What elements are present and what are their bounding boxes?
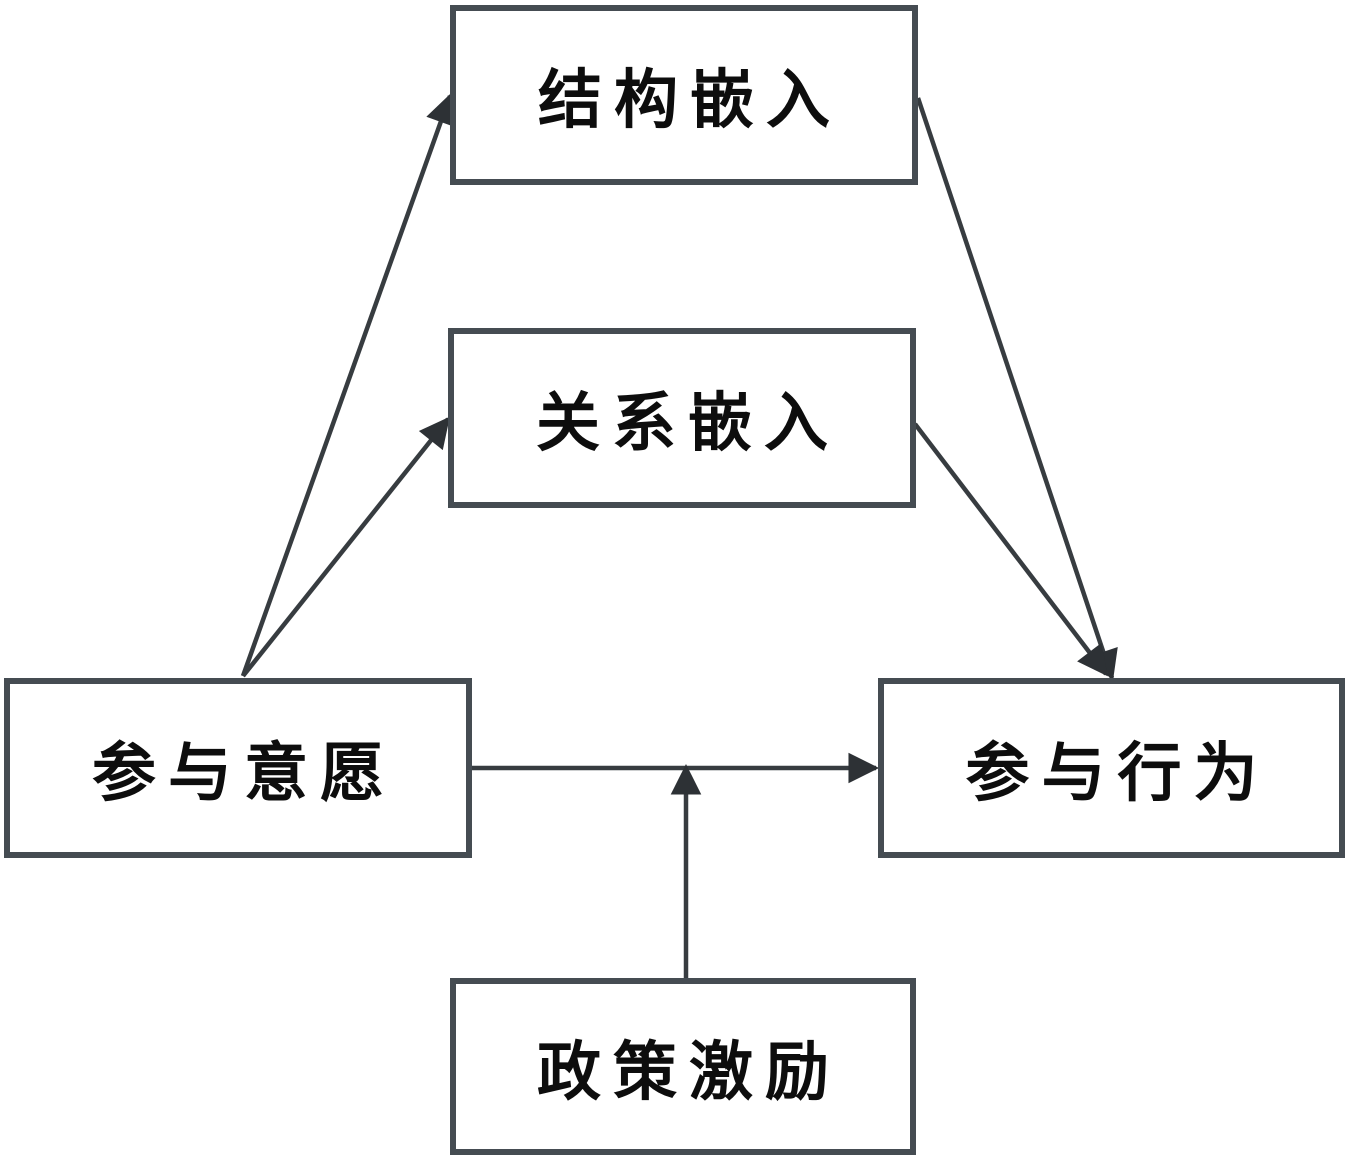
node-participation-willingness: 参与意愿 xyxy=(4,678,472,858)
node-label: 结构嵌入 xyxy=(538,65,842,136)
arrow-structural-to-behavior xyxy=(915,97,1118,681)
node-structural-embedding: 结构嵌入 xyxy=(450,5,918,185)
node-label: 政策激励 xyxy=(537,1036,841,1108)
node-relational-embedding: 关系嵌入 xyxy=(448,328,916,508)
node-label: 关系嵌入 xyxy=(536,388,840,459)
node-participation-behavior: 参与行为 xyxy=(878,678,1345,858)
arrow-willingness-to-relational xyxy=(241,416,450,678)
arrow-willingness-to-structural xyxy=(240,93,456,677)
node-label: 参与意愿 xyxy=(92,738,396,809)
node-label: 参与行为 xyxy=(965,738,1270,809)
arrow-relational-to-behavior xyxy=(913,422,1108,677)
node-policy-incentive: 政策激励 xyxy=(450,978,916,1155)
